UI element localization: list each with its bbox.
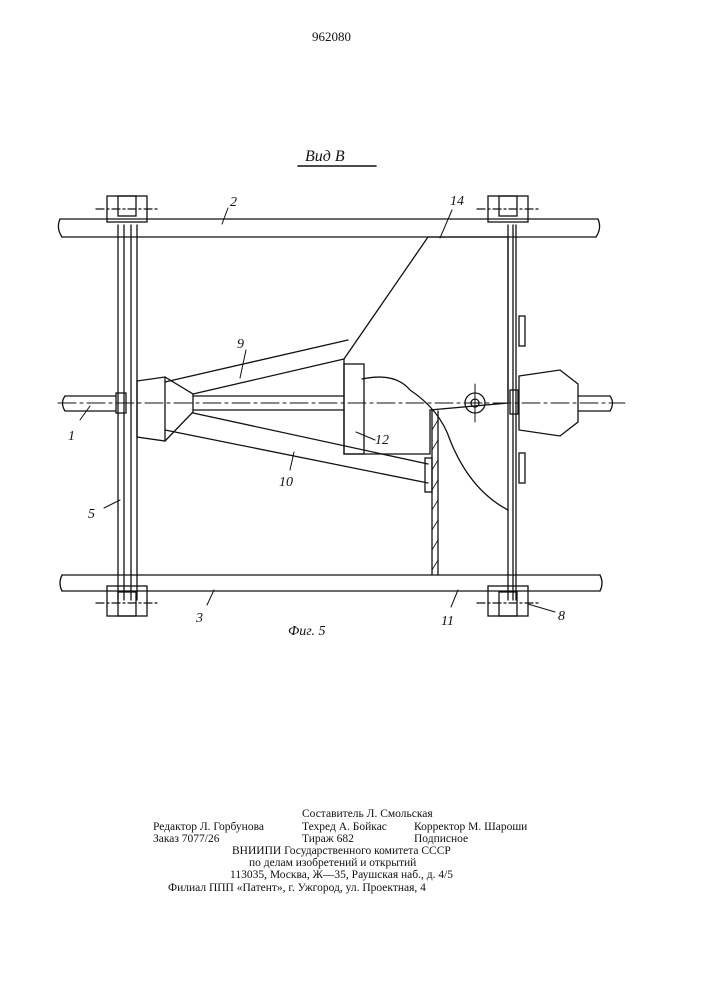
part-label-11: 11 [441, 614, 454, 629]
part-label-14: 14 [450, 194, 464, 209]
part-label-12: 12 [375, 433, 389, 448]
figure-caption: Фиг. 5 [288, 624, 326, 639]
leader-line-12 [356, 432, 375, 440]
conical-hub [137, 377, 193, 441]
lower-strut [165, 413, 428, 483]
leader-line-1 [80, 406, 90, 420]
leader-line-14 [440, 210, 452, 238]
publication-imprint: Составитель Л. Смольская Редактор Л. Гор… [0, 808, 707, 898]
address-line: 113035, Москва, Ж—35, Раушская наб., д. … [230, 869, 453, 882]
order-line: Заказ 7077/26 [153, 833, 220, 846]
part-label-10: 10 [279, 475, 293, 490]
view-label: Вид В [305, 148, 345, 165]
vertical-plate [425, 411, 438, 575]
left-cross-beam [116, 225, 137, 600]
part-label-5: 5 [88, 507, 95, 522]
wheel-bracket-top-right [477, 196, 540, 222]
leader-line-8 [528, 604, 555, 612]
funnel-hopper [344, 237, 508, 454]
upper-strut [165, 340, 348, 394]
leader-line-11 [451, 590, 458, 607]
part-label-1: 1 [68, 429, 75, 444]
leader-line-2 [222, 208, 228, 224]
wheel-bracket-top-left [96, 196, 158, 222]
part-label-2: 2 [230, 195, 237, 210]
technical-drawing: Вид В 2 14 9 1 12 10 5 3 11 8 Фиг. 5 [0, 0, 707, 700]
compiler-line: Составитель Л. Смольская [302, 808, 433, 821]
right-cross-beam [508, 225, 525, 600]
leader-line-3 [207, 590, 214, 605]
bottom-rail [60, 575, 602, 591]
part-label-3: 3 [195, 611, 203, 626]
branch-line: Филиал ППП «Патент», г. Ужгород, ул. Про… [168, 882, 426, 895]
part-label-9: 9 [237, 337, 244, 352]
part-label-8: 8 [558, 609, 565, 624]
